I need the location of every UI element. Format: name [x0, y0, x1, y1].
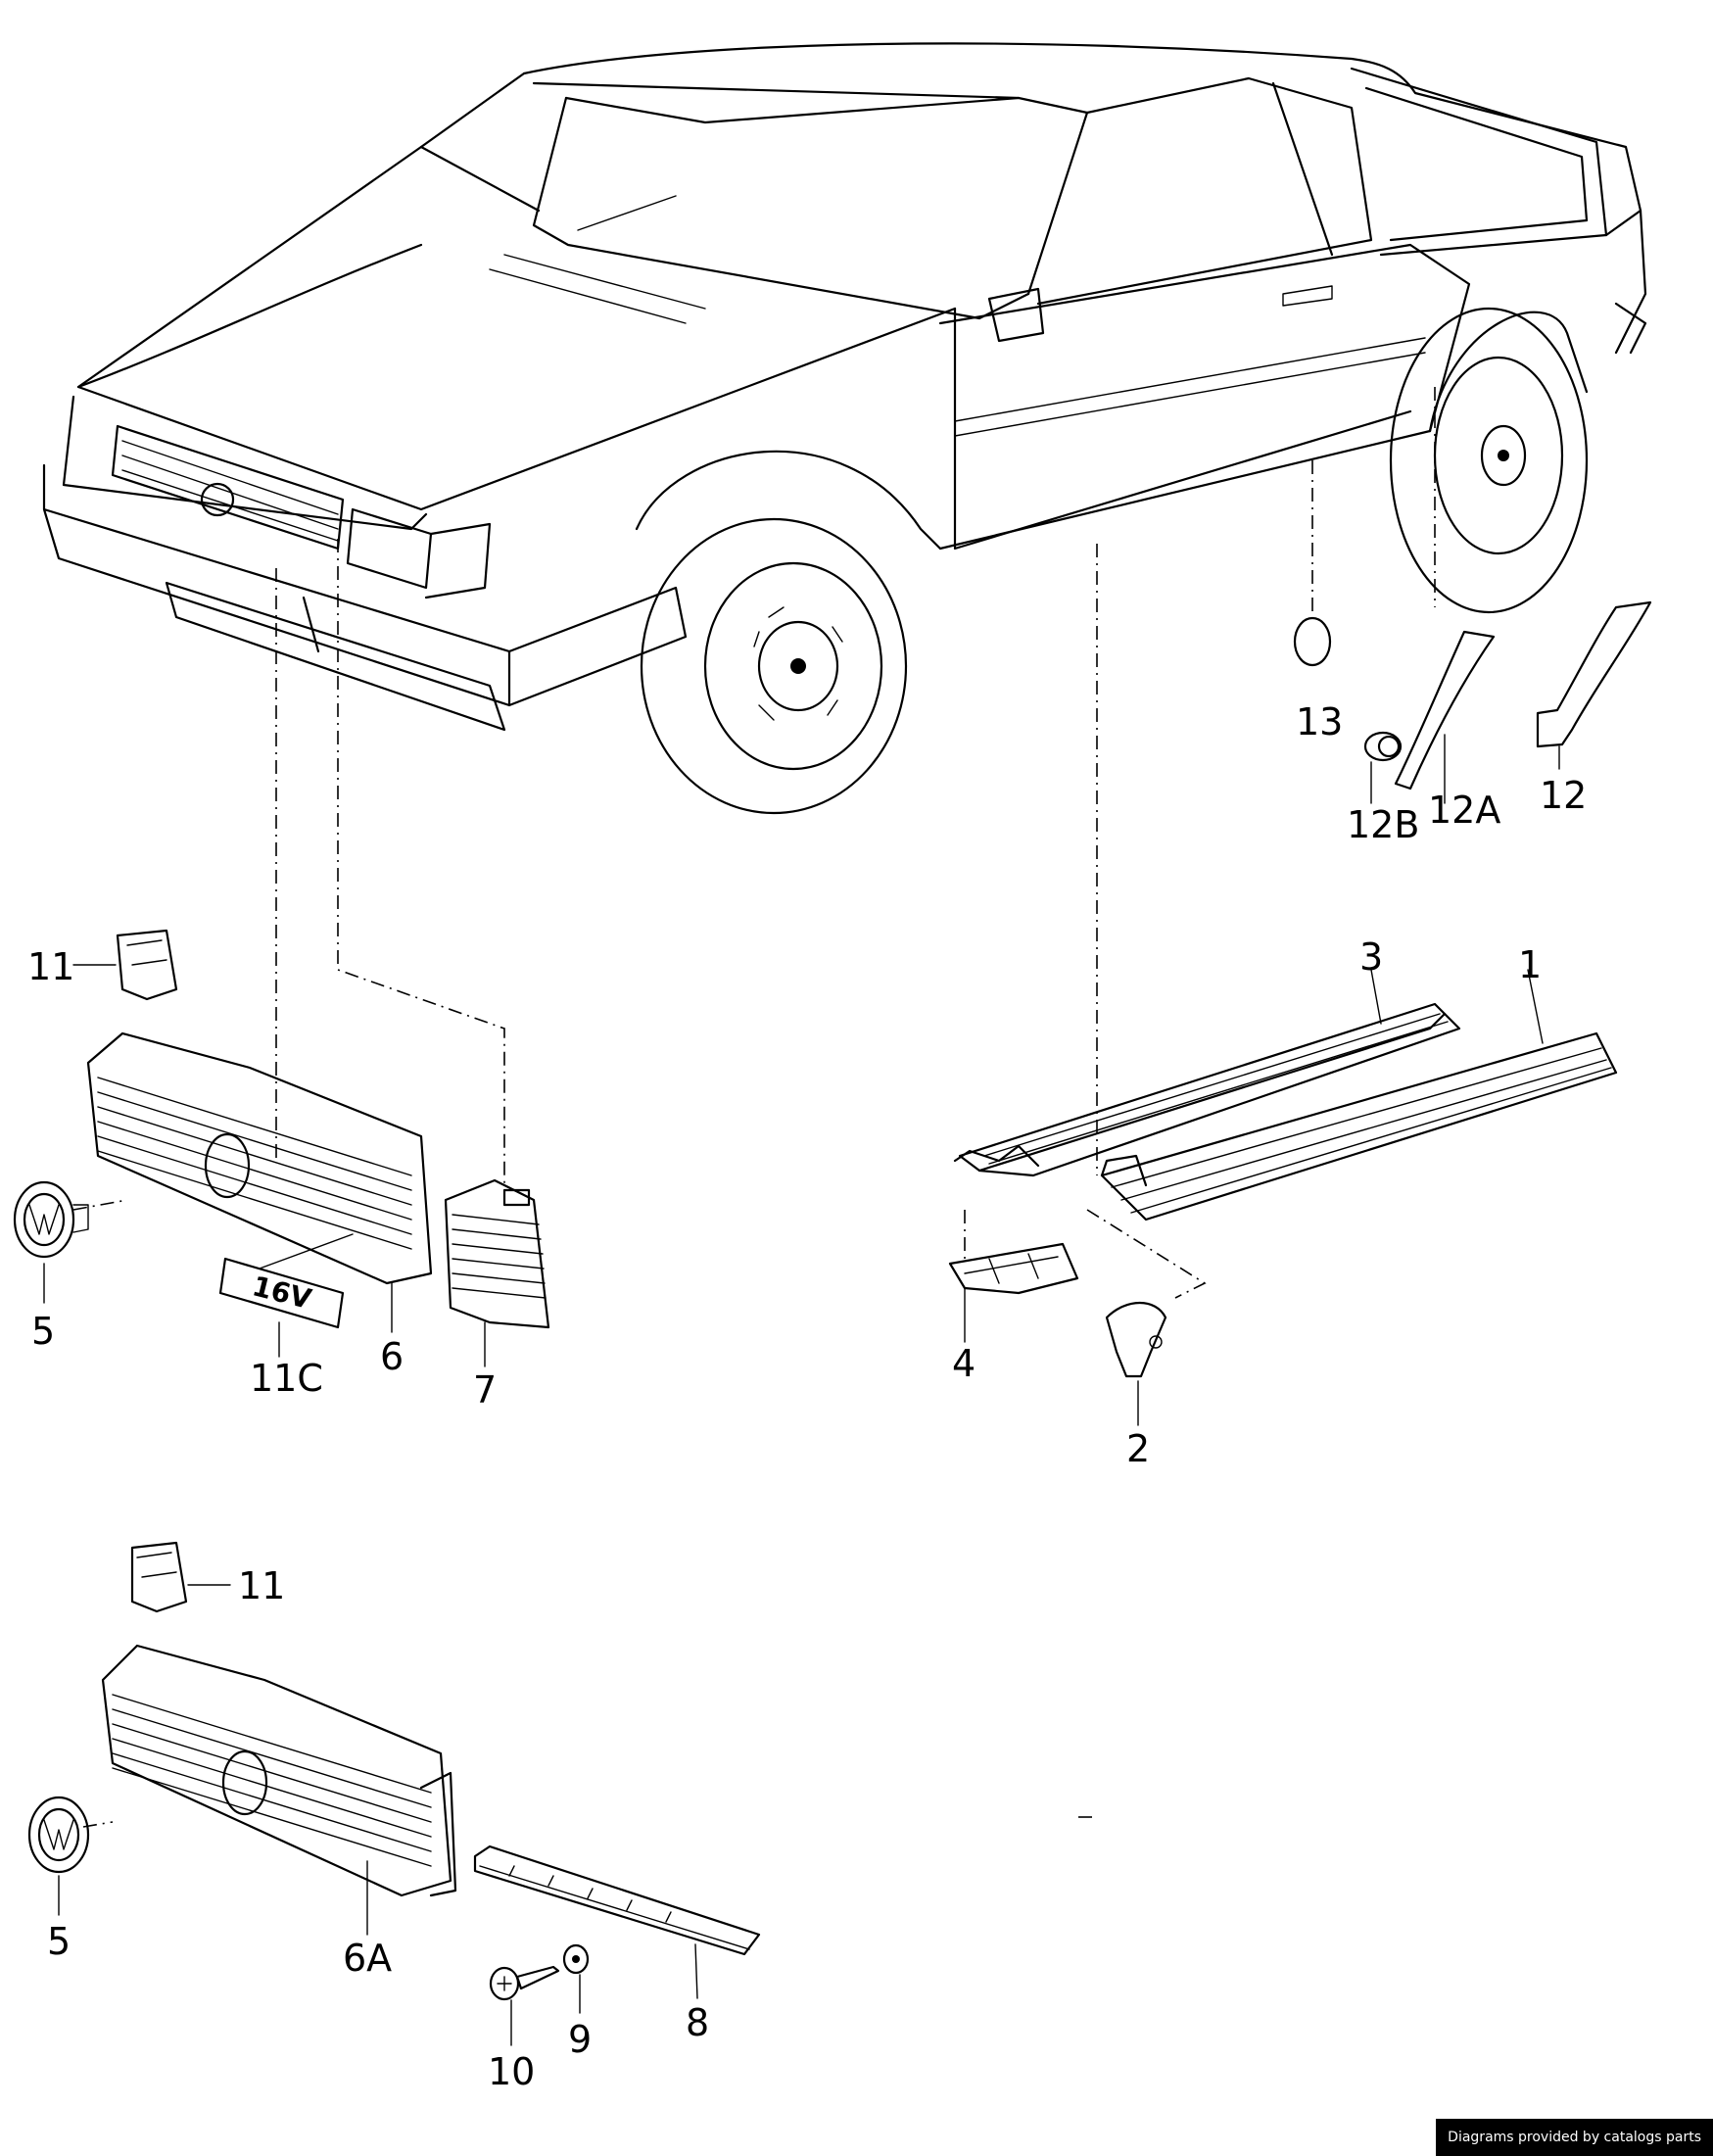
part-5-vw-emblem-lower[interactable]	[27, 1796, 90, 1916]
leader-lines	[72, 387, 1436, 1828]
part-13-plug[interactable]	[1293, 616, 1332, 667]
label-4: 4	[952, 1342, 975, 1385]
part-4-sill-bracket[interactable]	[948, 1242, 1079, 1343]
part-12-wheel-arch-trim[interactable]	[1536, 600, 1652, 770]
label-9: 9	[568, 2018, 592, 2061]
label-7: 7	[473, 1368, 497, 1412]
label-11-upper: 11	[27, 945, 74, 988]
label-12: 12	[1540, 774, 1587, 817]
label-3: 3	[1359, 935, 1383, 979]
part-6a-radiator-grille[interactable]	[101, 1644, 457, 1936]
label-5-lower: 5	[47, 1920, 71, 1963]
part-11c-badge[interactable]: 16V	[218, 1257, 345, 1358]
part-5-vw-emblem-upper[interactable]	[13, 1180, 89, 1304]
label-13: 13	[1296, 700, 1343, 743]
badge-16v-text: 16V	[249, 1270, 314, 1316]
part-labels: 13 12B 12A 12 3 1 4 2 11 5 11C 6 7 11 5 …	[27, 700, 1587, 2093]
label-12b: 12B	[1347, 803, 1419, 846]
part-6-radiator-grille[interactable]	[86, 1031, 433, 1333]
part-9-washer[interactable]	[562, 1943, 590, 2014]
label-5-upper: 5	[31, 1310, 55, 1353]
label-1: 1	[1518, 943, 1542, 986]
part-12b-clip[interactable]	[1363, 731, 1403, 804]
label-6: 6	[380, 1335, 404, 1378]
part-11-clip-upper[interactable]	[72, 929, 178, 1001]
label-12a: 12A	[1428, 789, 1500, 832]
label-6a: 6A	[343, 1937, 392, 1980]
part-2-sill-clip[interactable]	[1105, 1302, 1167, 1426]
label-8: 8	[686, 2001, 709, 2044]
label-11c: 11C	[250, 1357, 323, 1400]
car-illustration	[42, 42, 1647, 815]
label-10: 10	[488, 2050, 535, 2093]
part-7-side-grille[interactable]	[444, 1178, 550, 1367]
part-3-sill-strip[interactable]	[953, 969, 1461, 1177]
label-2: 2	[1126, 1427, 1150, 1470]
part-12a-wheel-arch-strip[interactable]	[1394, 630, 1496, 804]
label-11-lower: 11	[238, 1564, 285, 1607]
part-1-sill-trim[interactable]	[1100, 969, 1618, 1222]
part-8-filler-strip[interactable]	[473, 1845, 761, 1999]
part-10-screw[interactable]	[489, 1965, 560, 2046]
part-11-clip-lower[interactable]	[130, 1541, 231, 1613]
credit-banner: Diagrams provided by catalogs parts	[1436, 2119, 1713, 2156]
